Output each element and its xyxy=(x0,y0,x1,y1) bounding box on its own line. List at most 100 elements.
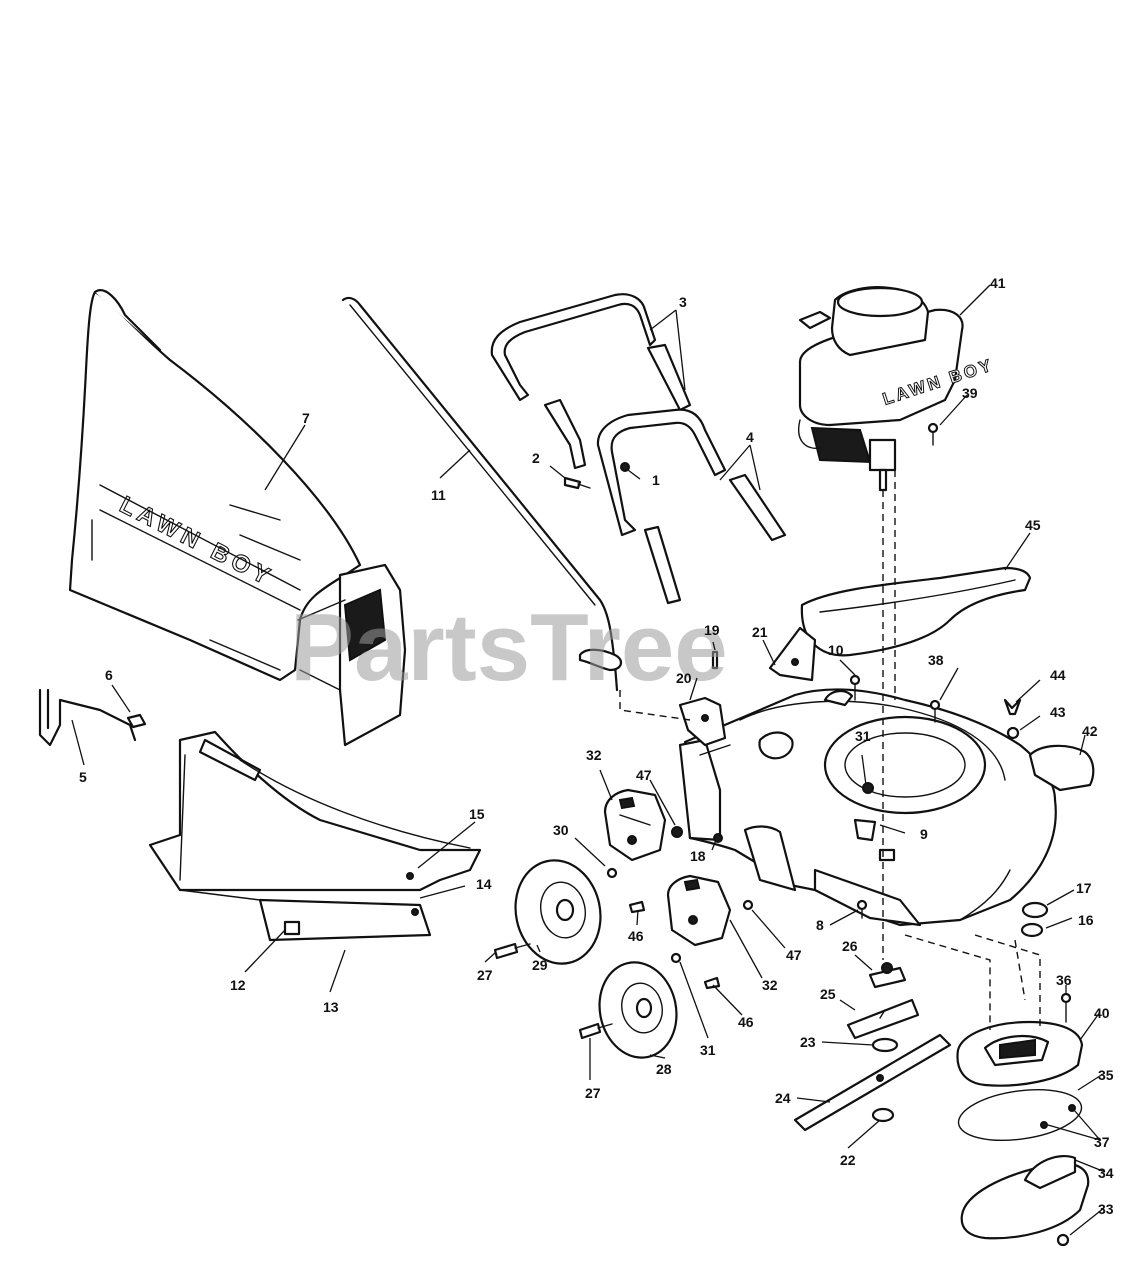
callout-21: 21 xyxy=(752,624,768,640)
nut-47-rear xyxy=(671,826,683,838)
bolt-38 xyxy=(929,699,941,723)
gasket-35 xyxy=(957,1089,1083,1141)
callout-22: 22 xyxy=(840,1152,856,1168)
assembly-lines xyxy=(619,470,1041,1030)
blade-center-hole xyxy=(876,1074,884,1082)
chute-clip xyxy=(283,920,301,936)
washer-31 xyxy=(670,952,682,964)
callout-42: 42 xyxy=(1082,723,1098,739)
callout-33: 33 xyxy=(1098,1201,1114,1217)
callout-6: 6 xyxy=(105,667,113,683)
mower-deck xyxy=(678,688,1095,927)
gear-case-40 xyxy=(956,1020,1084,1087)
blade-stiffener-25 xyxy=(846,998,920,1040)
bolt-39 xyxy=(927,422,939,446)
washer-23 xyxy=(871,1037,899,1053)
lower-handle xyxy=(596,408,787,605)
washer-43 xyxy=(1006,726,1020,740)
bag-bracket xyxy=(126,713,147,729)
chute-rivet xyxy=(411,908,419,916)
callout-26: 26 xyxy=(842,938,858,954)
callout-38: 38 xyxy=(928,652,944,668)
callout-leaders xyxy=(71,284,1106,1236)
bag-hanger-rod xyxy=(38,688,137,747)
bolt-8 xyxy=(856,899,868,919)
callout-25: 25 xyxy=(820,986,836,1002)
discharge-chute xyxy=(148,730,482,942)
screw-46-rear xyxy=(628,900,646,914)
callout-27-front: 27 xyxy=(585,1085,601,1101)
adapter-hub xyxy=(881,962,893,974)
engine: LAWN BOY xyxy=(798,286,997,492)
callout-45: 45 xyxy=(1025,517,1041,533)
callout-7: 7 xyxy=(302,410,310,426)
callout-10: 10 xyxy=(828,642,844,658)
callout-13: 13 xyxy=(323,999,339,1015)
callout-34: 34 xyxy=(1098,1165,1114,1181)
bracket-20-hole xyxy=(701,714,709,722)
callout-31-wheel: 31 xyxy=(700,1042,716,1058)
callout-32-front: 32 xyxy=(762,977,778,993)
callout-39: 39 xyxy=(962,385,978,401)
callout-28: 28 xyxy=(656,1061,672,1077)
callout-47-front: 47 xyxy=(786,947,802,963)
handle-knob-1 xyxy=(620,462,630,472)
callout-4: 4 xyxy=(746,429,754,445)
callout-37: 37 xyxy=(1094,1134,1110,1150)
rear-wheel xyxy=(514,859,602,965)
callout-3: 3 xyxy=(679,294,687,310)
watermark-text: PartsTree xyxy=(290,594,728,701)
callout-40: 40 xyxy=(1094,1005,1110,1021)
screw-37-b xyxy=(1068,1104,1076,1112)
cover-34 xyxy=(960,1154,1090,1240)
bolt-36 xyxy=(1060,992,1072,1023)
callout-27-rear: 27 xyxy=(477,967,493,983)
nut-31-deck xyxy=(862,782,874,794)
callout-29: 29 xyxy=(532,957,548,973)
callout-43: 43 xyxy=(1050,704,1066,720)
wheel-bolt-front xyxy=(578,1022,613,1040)
callout-labels: 1 2 3 4 5 6 7 8 9 10 11 12 13 14 15 16 1… xyxy=(79,275,1114,1217)
callout-14: 14 xyxy=(476,876,492,892)
callout-19: 19 xyxy=(704,622,720,638)
handle-bolt xyxy=(563,476,591,490)
screw-46-front xyxy=(703,976,721,990)
bolt-10 xyxy=(849,674,861,701)
height-adjuster-front xyxy=(666,874,732,947)
callout-24: 24 xyxy=(775,1090,791,1106)
callout-35: 35 xyxy=(1098,1067,1114,1083)
pin-19 xyxy=(711,650,719,670)
callout-15: 15 xyxy=(469,806,485,822)
bracket-21 xyxy=(768,626,817,682)
callout-8: 8 xyxy=(816,917,824,933)
blade-adapter-26 xyxy=(868,962,907,989)
callout-18: 18 xyxy=(690,848,706,864)
screw-37-a xyxy=(1040,1121,1048,1129)
callout-20: 20 xyxy=(676,670,692,686)
nut-47-front xyxy=(742,899,754,911)
callout-47-rear: 47 xyxy=(636,767,652,783)
adjuster-pivot-front xyxy=(688,915,698,925)
callout-17: 17 xyxy=(1076,880,1092,896)
callout-44: 44 xyxy=(1050,667,1066,683)
wing-nut-44 xyxy=(1003,698,1022,716)
callout-9: 9 xyxy=(920,826,928,842)
screw-33 xyxy=(1056,1233,1070,1247)
adjuster-pivot-rear xyxy=(627,835,637,845)
callout-30: 30 xyxy=(553,822,569,838)
ring-16 xyxy=(1020,922,1044,938)
height-adjuster-rear xyxy=(603,788,667,862)
callout-41: 41 xyxy=(990,275,1006,291)
callout-11: 11 xyxy=(431,487,446,503)
deck-lug xyxy=(878,848,896,862)
control-rod xyxy=(341,296,623,692)
front-wheel xyxy=(598,961,678,1059)
washer-30 xyxy=(606,867,618,879)
seal-17 xyxy=(1021,901,1049,919)
grass-bag: LAWN BOY xyxy=(68,289,407,747)
callout-1: 1 xyxy=(652,472,660,488)
baffle xyxy=(800,566,1032,657)
wheel-bolt-rear xyxy=(493,942,531,960)
callout-32-rear: 32 xyxy=(586,747,602,763)
